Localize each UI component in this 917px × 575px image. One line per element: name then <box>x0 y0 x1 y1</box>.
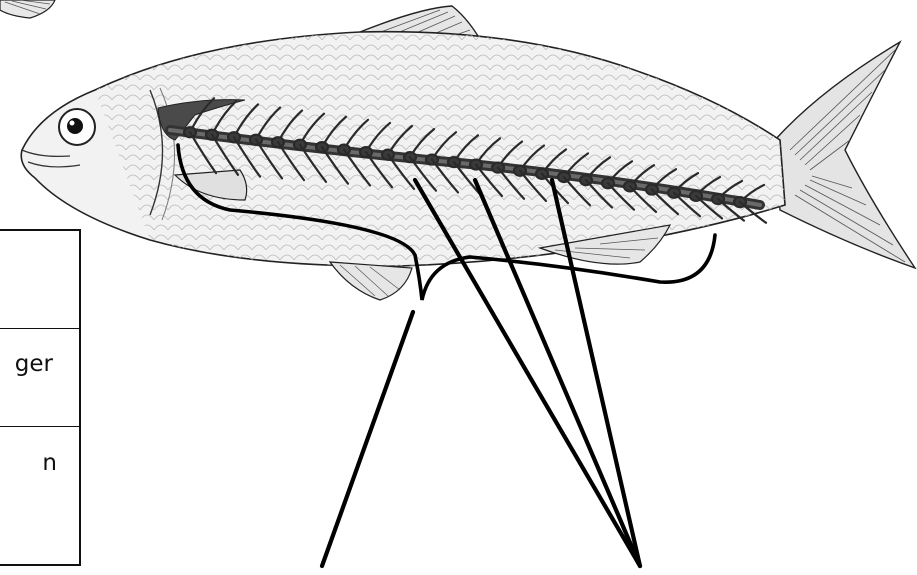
fish-body <box>21 32 785 266</box>
label-table-row: n <box>0 427 79 566</box>
fish-eye <box>59 109 95 145</box>
label-table-row <box>0 231 79 329</box>
label-table-row: ger <box>0 329 79 427</box>
label-table-cell: ger <box>15 351 53 377</box>
tail-fin <box>775 42 915 268</box>
partial-fin-top-left <box>0 0 55 18</box>
label-table: ger n <box>0 229 81 566</box>
label-table-cell: n <box>42 450 57 476</box>
bracket-pointer-line <box>322 312 413 566</box>
pelvic-fin <box>330 262 412 300</box>
